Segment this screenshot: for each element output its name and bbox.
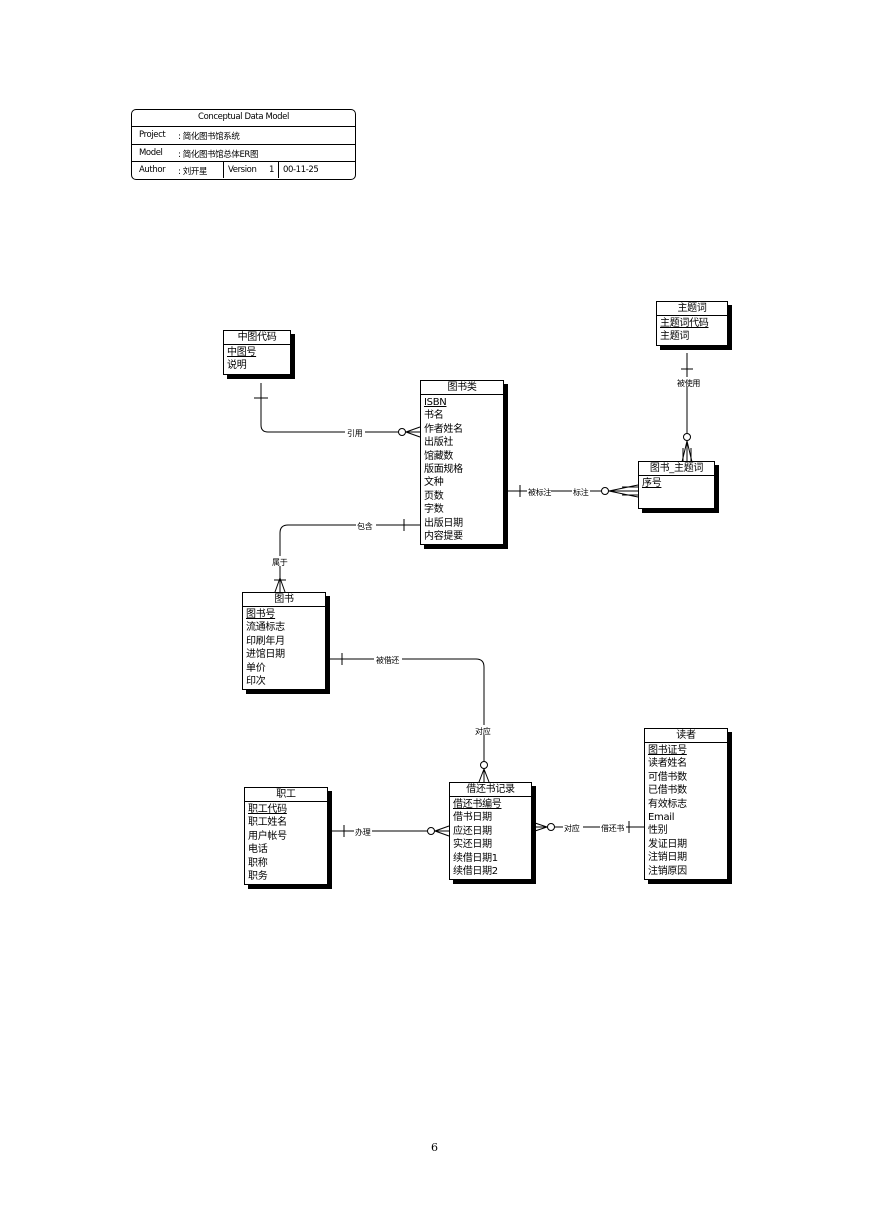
entity-attribute: 字数 bbox=[424, 504, 444, 516]
rel-label-yinyong: 引用 bbox=[347, 429, 363, 438]
entity-name: 图书 bbox=[243, 593, 325, 607]
entity-attribute: 主题词代码 bbox=[660, 318, 709, 329]
entity-tushulei: 图书类 ISBN 书名作者姓名出版社馆藏数版面规格文种页数字数出版日期内容提要 bbox=[420, 380, 504, 546]
entity-name: 中图代码 bbox=[224, 331, 290, 345]
entity-name: 图书_主题词 bbox=[639, 462, 714, 476]
entity-attribute: 版面规格 bbox=[424, 463, 463, 475]
entity-attribute: 职称 bbox=[248, 857, 268, 869]
rel-label-beijieyue: 被借还 bbox=[376, 655, 399, 665]
entity-attribute: 可借书数 bbox=[648, 771, 687, 783]
entity-attribute: ISBN bbox=[424, 397, 447, 408]
entity-attrs: 主题词代码主题词 bbox=[657, 316, 727, 345]
entity-attribute: 说明 bbox=[227, 360, 247, 372]
project-label: Project bbox=[139, 130, 166, 140]
entity-attribute: 单价 bbox=[246, 662, 266, 674]
entity-attribute: 续借日期2 bbox=[453, 865, 498, 877]
rel-label-duiying2: 对应 bbox=[564, 823, 580, 833]
entity-attribute: 馆藏数 bbox=[424, 450, 454, 462]
rel-label-duiying1: 对应 bbox=[475, 726, 491, 736]
entity-name: 主题词 bbox=[657, 302, 727, 316]
entity-zhuti: 主题词 主题词代码主题词 bbox=[656, 301, 728, 346]
entity-zhongtu: 中图代码 中图号说明 bbox=[223, 330, 291, 375]
entity-attribute: 有效标志 bbox=[648, 798, 687, 810]
entity-name: 图书类 bbox=[421, 381, 503, 395]
entity-tushu-zhuti: 图书_主题词 序号 bbox=[638, 461, 715, 509]
entity-attribute: 职务 bbox=[248, 870, 268, 882]
entity-attribute: 出版社 bbox=[424, 437, 454, 449]
entity-attribute: 读者姓名 bbox=[648, 758, 687, 770]
entity-attribute: 职工代码 bbox=[248, 804, 287, 815]
entity-name: 借还书记录 bbox=[450, 783, 531, 797]
entity-attribute: 发证日期 bbox=[648, 838, 687, 850]
rel-label-beibiaozhu: 被标注 bbox=[528, 487, 551, 497]
author-label: Author bbox=[139, 165, 166, 175]
entity-attribute: 页数 bbox=[424, 490, 444, 502]
entity-attrs: ISBN 书名作者姓名出版社馆藏数版面规格文种页数字数出版日期内容提要 bbox=[421, 395, 503, 544]
project-value: : 简化图书馆系统 bbox=[178, 132, 240, 142]
entity-attrs: 中图号说明 bbox=[224, 345, 290, 374]
entity-attribute: 电话 bbox=[248, 844, 268, 856]
entity-attrs: 职工代码职工姓名用户帐号电话职称职务 bbox=[245, 802, 327, 884]
rel-label-banli: 办理 bbox=[355, 827, 371, 837]
entity-attribute: 用户帐号 bbox=[248, 830, 287, 842]
entity-name: 读者 bbox=[645, 729, 727, 743]
rel-label-shuyu: 属于 bbox=[272, 558, 288, 567]
entity-tushu: 图书 图书号流通标志印刷年月进馆日期单价印次 bbox=[242, 592, 326, 691]
entity-attribute: 注销日期 bbox=[648, 852, 687, 864]
entity-name: 职工 bbox=[245, 788, 327, 802]
entity-attribute: 出版日期 bbox=[424, 517, 463, 529]
entity-attribute: 序号 bbox=[642, 478, 662, 489]
entity-attribute: 借书日期 bbox=[453, 812, 492, 824]
entity-attribute: 文种 bbox=[424, 477, 444, 489]
author-value: : 刘开星 bbox=[178, 167, 208, 177]
entity-attribute: 流通标志 bbox=[246, 622, 285, 634]
model-label: Model bbox=[139, 148, 163, 158]
entity-attribute: 作者姓名 bbox=[424, 423, 463, 435]
rel-label-biaozhu: 标注 bbox=[573, 487, 589, 497]
rel-label-jiehuanshu: 借还书 bbox=[601, 823, 624, 833]
model-info-box: Conceptual Data Model Project : 简化图书馆系统 … bbox=[131, 109, 356, 180]
page-number: 6 bbox=[431, 1141, 438, 1154]
entity-attribute: 注销原因 bbox=[648, 865, 687, 877]
entity-attribute: 职工姓名 bbox=[248, 817, 287, 829]
entity-attribute: 借还书编号 bbox=[453, 799, 502, 810]
entity-attribute: 主题词 bbox=[660, 331, 690, 343]
entity-attrs: 序号 bbox=[639, 476, 714, 508]
entity-attribute: 印次 bbox=[246, 675, 266, 687]
entity-attribute: 书名 bbox=[424, 410, 444, 422]
entity-attribute: 中图号 bbox=[227, 347, 257, 358]
model-value: : 简化图书馆总体ER图 bbox=[178, 150, 259, 160]
model-title: Conceptual Data Model bbox=[198, 112, 289, 122]
entity-attribute: 图书证号 bbox=[648, 745, 687, 756]
version-value: 1 bbox=[269, 165, 275, 175]
entity-attribute: 续借日期1 bbox=[453, 852, 498, 864]
entity-zhigong: 职工 职工代码职工姓名用户帐号电话职称职务 bbox=[244, 787, 328, 886]
entity-attribute: 图书号 bbox=[246, 609, 276, 620]
rel-label-baohan: 包含 bbox=[357, 521, 373, 531]
rel-label-beishiyong: 被使用 bbox=[677, 378, 700, 388]
entity-attribute: 内容提要 bbox=[424, 530, 463, 542]
entity-attribute: 印刷年月 bbox=[246, 635, 285, 647]
entity-attribute: 性别 bbox=[648, 825, 668, 837]
entity-attrs: 图书号流通标志印刷年月进馆日期单价印次 bbox=[243, 607, 325, 689]
entity-attribute: 应还日期 bbox=[453, 825, 492, 837]
entity-attribute: 进馆日期 bbox=[246, 649, 285, 661]
entity-attribute: 实还日期 bbox=[453, 839, 492, 851]
model-date: 00-11-25 bbox=[283, 165, 319, 175]
entity-attribute: 已借书数 bbox=[648, 785, 687, 797]
version-label: Version bbox=[228, 165, 257, 175]
entity-attribute: Email bbox=[648, 811, 675, 823]
